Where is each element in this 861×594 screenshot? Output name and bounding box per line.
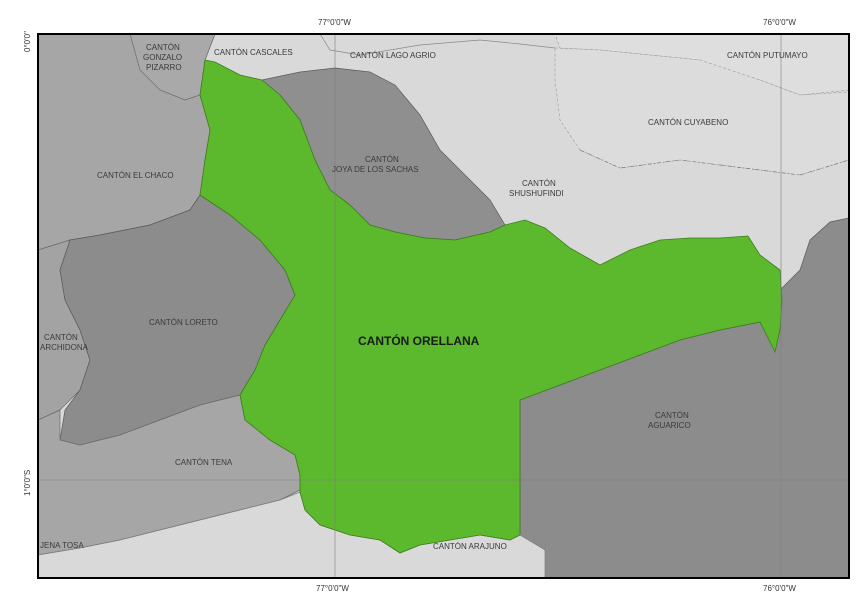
region-orellana — [199, 59, 783, 554]
coord-bottom-76: 76°0'0"W — [763, 584, 796, 593]
boundary-lago-agrio — [319, 34, 556, 56]
coord-left-1s: 1°0'0"S — [23, 470, 32, 496]
coord-bottom-77: 77°0'0"W — [316, 584, 349, 593]
region-cuyabeno — [554, 47, 849, 176]
coord-left-0: 0°0'0" — [23, 31, 32, 52]
label-arajuno: CANTÓN ARAJUNO — [433, 542, 507, 551]
label-joya-2: JOYA DE LOS SACHAS — [332, 165, 419, 174]
label-joya-1: CANTÓN — [365, 155, 399, 164]
label-putumayo: CANTÓN PUTUMAYO — [727, 51, 808, 60]
region-putumayo — [554, 34, 849, 96]
label-tosaguas: JENA TOSA — [40, 541, 84, 550]
label-gonzalo-2: GONZALO — [143, 53, 182, 62]
label-el-chaco: CANTÓN EL CHACO — [97, 171, 174, 180]
label-cuyabeno: CANTÓN CUYABENO — [648, 118, 728, 127]
map-frame — [37, 33, 850, 579]
label-cascales: CANTÓN CASCALES — [214, 48, 293, 57]
label-gonzalo-3: PIZARRO — [146, 63, 182, 72]
label-shushufindi-2: SHUSHUFINDI — [509, 189, 564, 198]
boundary-cuyabeno-south — [579, 149, 849, 176]
coord-top-77: 77°0'0"W — [318, 18, 351, 27]
label-orellana: CANTÓN ORELLANA — [358, 333, 480, 348]
label-aguarico-2: AGUARICO — [648, 421, 691, 430]
label-shushufindi-1: CANTÓN — [522, 179, 556, 188]
coord-top-76: 76°0'0"W — [763, 18, 796, 27]
region-gonzalo-pizarro — [129, 34, 216, 101]
label-archidona-2: ARCHIDONA — [40, 343, 89, 352]
label-archidona-1: CANTÓN — [44, 333, 78, 342]
label-gonzalo-1: CANTÓN — [146, 43, 180, 52]
label-tena: CANTÓN TENA — [175, 458, 233, 467]
label-aguarico-1: CANTÓN — [655, 411, 689, 420]
label-lago-agrio: CANTÓN LAGO AGRIO — [350, 51, 436, 60]
label-loreto: CANTÓN LORETO — [149, 318, 218, 327]
